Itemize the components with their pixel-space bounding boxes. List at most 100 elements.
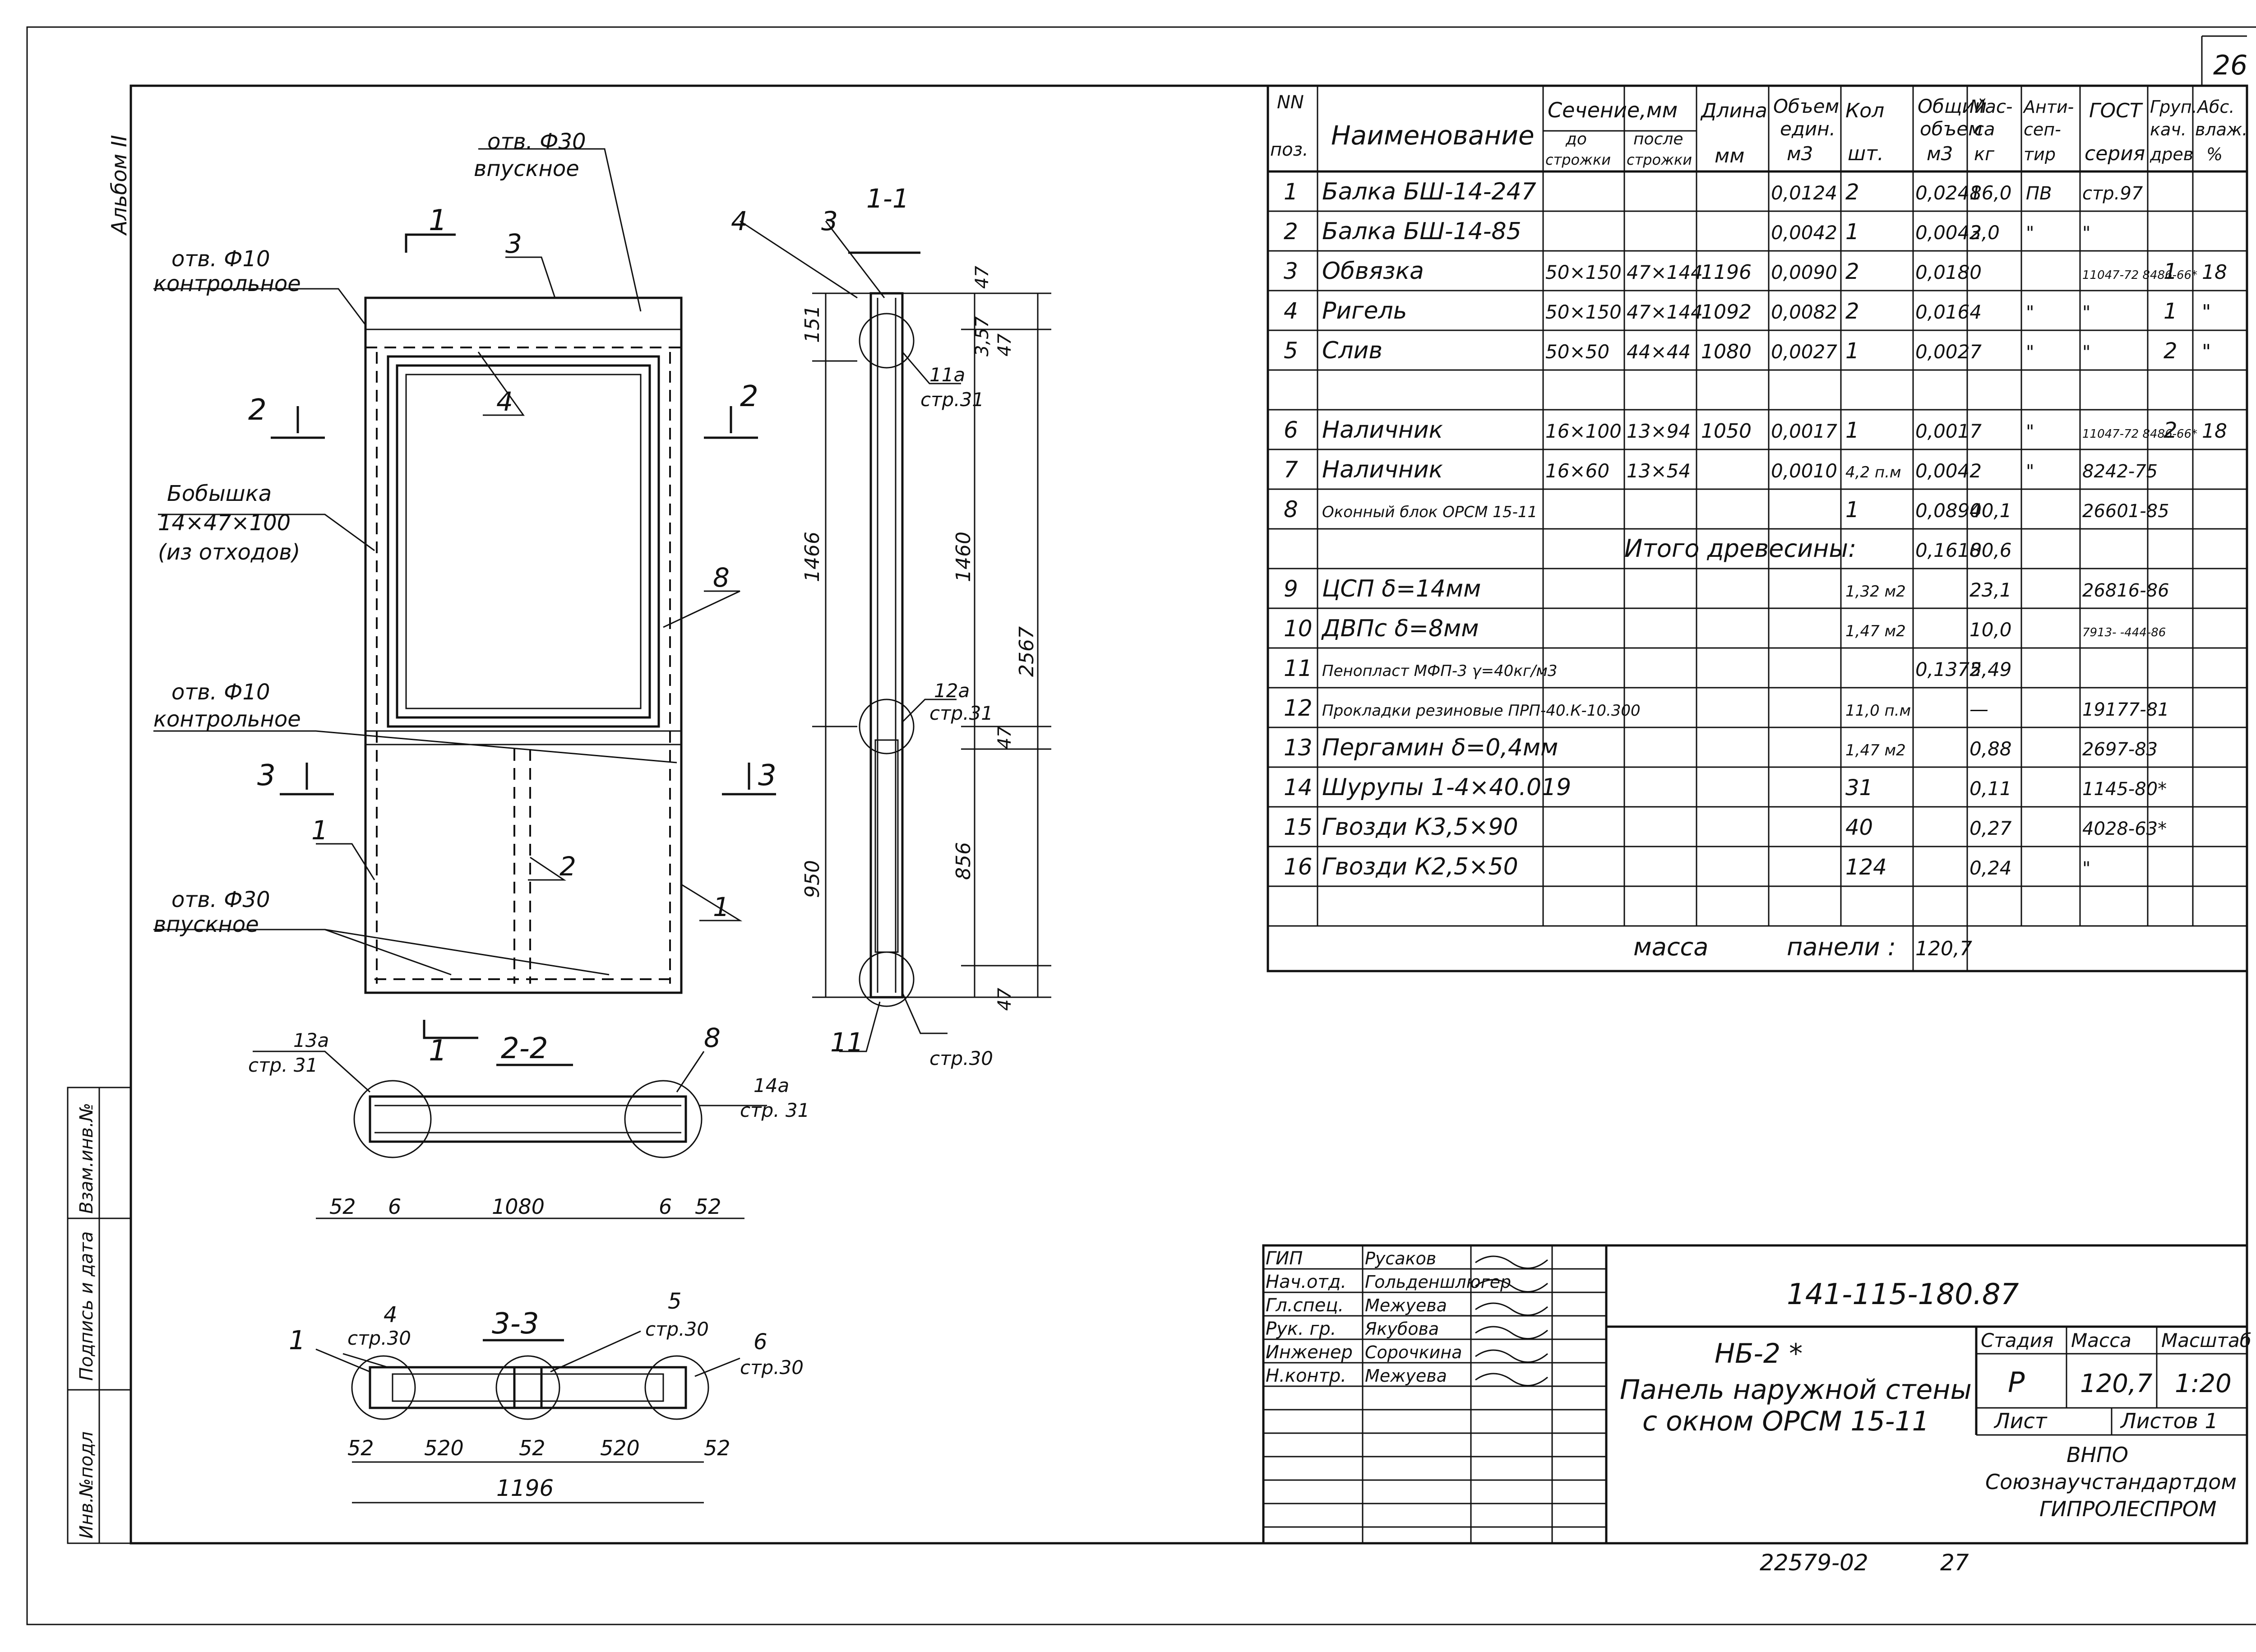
row-length: 1092 xyxy=(1701,301,1752,324)
dim-52e: 52 xyxy=(704,1436,730,1460)
row-antiseptic: ПВ xyxy=(2026,183,2052,204)
row-section-after: 47×144 xyxy=(1627,301,1703,323)
stage-header: Стадия xyxy=(1981,1329,2053,1351)
org-line-2: Союзнаучстандартдом xyxy=(1985,1470,2237,1494)
role-title: Н.контр. xyxy=(1266,1365,1346,1386)
drawing-title-2: с окном ОРСМ 15-11 xyxy=(1642,1406,1929,1437)
row-quantity: 31 xyxy=(1845,775,1873,801)
s22-ref-14a: 14а xyxy=(754,1074,789,1097)
pos-4: 4 xyxy=(496,386,513,417)
section-2-2-title: 2-2 xyxy=(501,1032,548,1065)
sheets-label: Листов 1 xyxy=(2120,1409,2218,1433)
row-name: Ригель xyxy=(1322,297,1407,324)
row-name: Наличник xyxy=(1322,456,1443,483)
row-gost: 26601-85 xyxy=(2082,501,2169,522)
dim-520b: 520 xyxy=(600,1436,640,1460)
row-gost: 7913- -444-86 xyxy=(2082,626,2166,639)
row-gost: стр.97 xyxy=(2082,183,2143,204)
label-bobyshka: Бобышка xyxy=(167,481,272,506)
s33-ref-6-b: стр.30 xyxy=(740,1356,804,1379)
s-ref-11a-b: стр.31 xyxy=(920,389,984,411)
stamp-sign: Подпись и дата xyxy=(76,1231,97,1381)
section-1-1-title: 1-1 xyxy=(866,183,909,214)
row-section-after: 13×94 xyxy=(1627,420,1691,442)
row-humidity: 18 xyxy=(2202,420,2227,443)
row-section-before: 16×60 xyxy=(1545,460,1609,482)
drawing-code: 141-115-180.87 xyxy=(1787,1278,2019,1311)
drawing-title-1: Панель наружной стены xyxy=(1620,1374,1972,1406)
s22-ref-13a: 13а xyxy=(293,1029,329,1051)
dim-1080: 1080 xyxy=(492,1194,545,1219)
row-section-after: 47×144 xyxy=(1627,261,1703,283)
row-antiseptic: " xyxy=(2026,461,2034,482)
label-hole30-top: отв. Ф30 xyxy=(487,129,586,154)
row-quantity: 11,0 п.м xyxy=(1845,702,1911,720)
row-quantity: 4,2 п.м xyxy=(1845,463,1901,481)
s-ref-12a: 12а xyxy=(934,680,970,702)
row-section-after: 44×44 xyxy=(1627,341,1691,363)
row-mass: 23,1 xyxy=(1969,579,2012,601)
label-hole10-top-b: контрольное xyxy=(153,271,301,296)
row-section-before: 50×50 xyxy=(1545,341,1609,363)
row-mass: 0,88 xyxy=(1969,738,2012,760)
row-total-volume: 0,0042 xyxy=(1915,222,1982,244)
hdr-grp3: древ xyxy=(2150,144,2193,164)
hdr-anti: Анти- xyxy=(2022,97,2074,117)
row-name: Итого древесины: xyxy=(1624,534,1856,563)
row-unit-volume: 0,0010 xyxy=(1771,460,1837,482)
s33-ref-4: 4 xyxy=(384,1302,398,1328)
hdr-hum3: % xyxy=(2206,144,2223,164)
row-gost: " xyxy=(2082,302,2090,323)
album-label: Альбом II xyxy=(107,135,131,236)
hdr-hum2: влаж. xyxy=(2195,120,2247,139)
s-ref-11a: 11а xyxy=(929,364,965,386)
row-position: 14 xyxy=(1284,774,1313,801)
label-hole10-mid: отв. Ф10 xyxy=(171,680,270,705)
hdr-qty2: шт. xyxy=(1848,142,1884,165)
dim-2567: 2567 xyxy=(1015,626,1038,677)
s33-ref-4-b: стр.30 xyxy=(347,1327,411,1349)
row-antiseptic: " xyxy=(2026,302,2034,323)
role-title: Рук. гр. xyxy=(1266,1319,1336,1339)
row-gost: 11047-72 8486-66* xyxy=(2082,268,2197,282)
dim-6a: 6 xyxy=(388,1194,401,1219)
label-bobyshka-dim: 14×47×100 xyxy=(158,510,291,536)
dim-47d: 47 xyxy=(994,988,1015,1011)
row-name: Шурупы 1-4×40.019 xyxy=(1322,774,1571,801)
s-pos-4: 4 xyxy=(731,206,748,236)
hdr-mass3: кг xyxy=(1974,144,1995,165)
s22-ref-13a-b: стр. 31 xyxy=(248,1054,318,1076)
row-name: Наличник xyxy=(1322,416,1443,444)
row-antiseptic: " xyxy=(2026,223,2034,244)
drawing-mark: НБ-2 * xyxy=(1715,1338,1803,1370)
row-position: 4 xyxy=(1284,298,1298,324)
row-group: 2 xyxy=(2164,338,2177,364)
row-name: Гвозди К2,5×50 xyxy=(1322,853,1518,880)
row-mass: 80,6 xyxy=(1969,539,2012,561)
row-name: Балка БШ-14-247 xyxy=(1322,178,1536,205)
hdr-grp2: кач. xyxy=(2150,120,2187,139)
row-gost: 8242-75 xyxy=(2082,461,2158,482)
s33-ref-5-b: стр.30 xyxy=(645,1318,709,1340)
cut-2-right: 2 xyxy=(740,380,758,413)
stamp-inv: Инв.№подл xyxy=(76,1431,97,1539)
row-name: Прокладки резиновые ПРП-40.К-10.300 xyxy=(1322,702,1641,720)
row-position: 1 xyxy=(1284,179,1298,205)
row-total-volume: 0,0248 xyxy=(1915,182,1982,204)
row-total-volume: 0,0027 xyxy=(1915,341,1982,363)
hdr-gost: ГОСТ xyxy=(2089,99,2143,122)
row-unit-volume: 0,0042 xyxy=(1771,222,1837,244)
row-unit-volume: 0,0017 xyxy=(1771,420,1837,442)
role-title: Нач.отд. xyxy=(1266,1272,1346,1292)
signature-mark xyxy=(1475,1349,1548,1363)
side-stamp: Инв.№подл Подпись и дата Взам.инв.№ xyxy=(67,1087,132,1544)
role-name: Межуева xyxy=(1365,1366,1447,1386)
pos-8: 8 xyxy=(713,562,730,593)
org-line-1: ВНПО xyxy=(2066,1443,2128,1467)
section-3-3 xyxy=(315,1330,740,1504)
s33-pos-1: 1 xyxy=(289,1325,305,1356)
row-quantity: 1 xyxy=(1845,497,1859,523)
